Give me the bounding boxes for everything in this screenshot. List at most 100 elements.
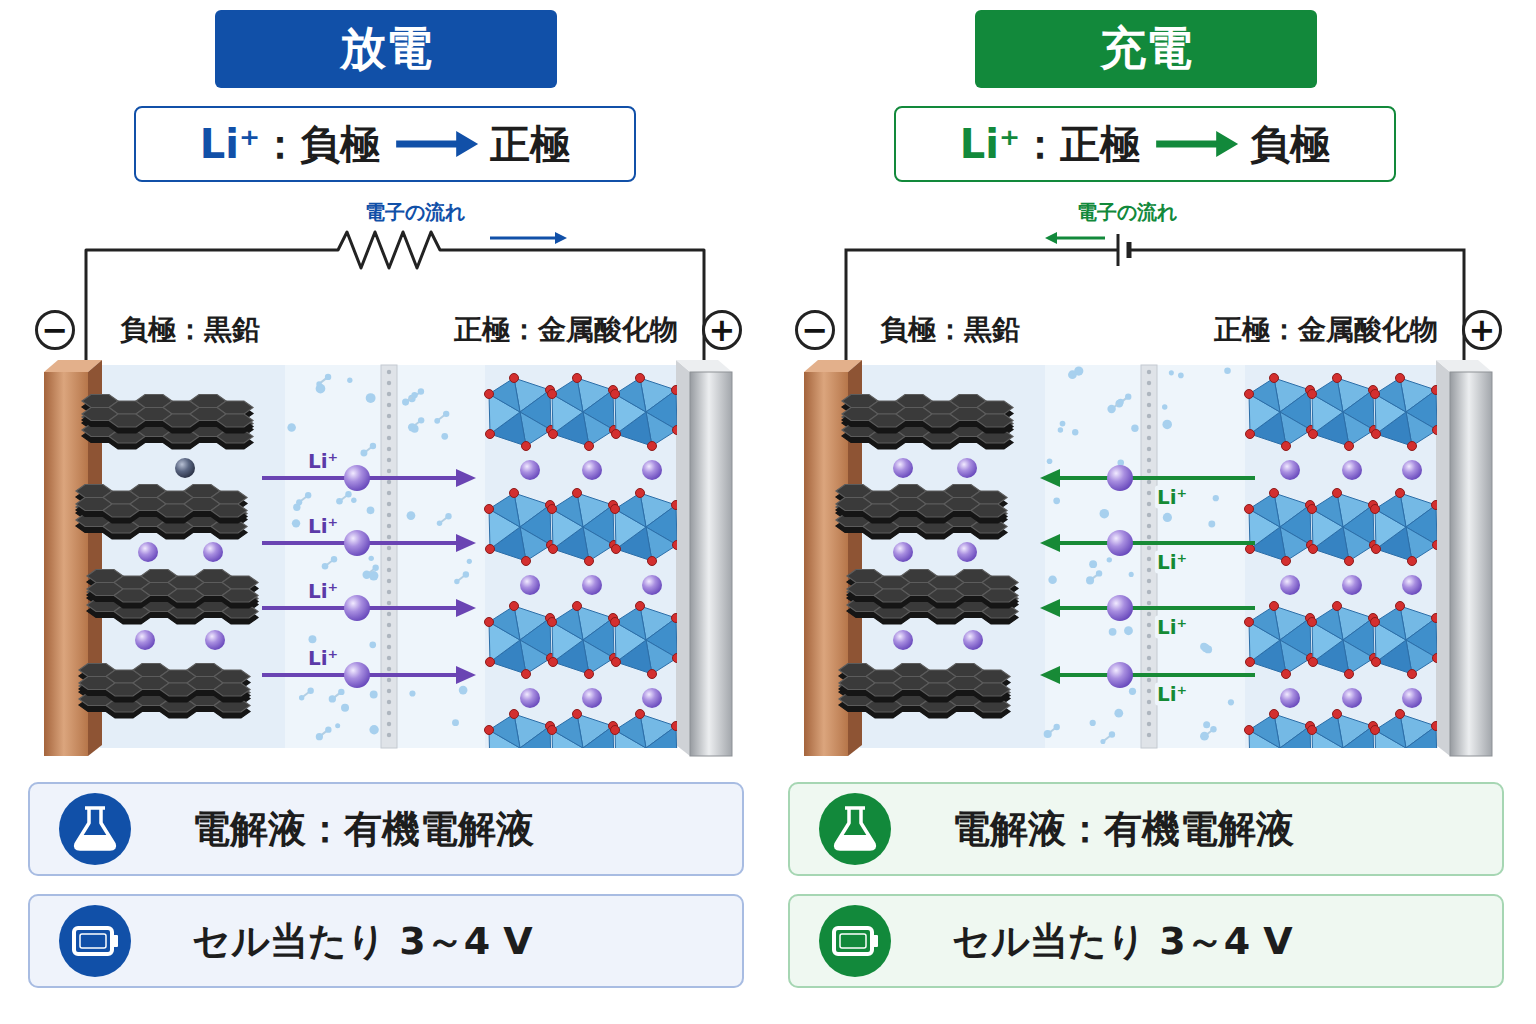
battery-inner bbox=[80, 934, 106, 948]
mode-header: 放電 bbox=[215, 10, 557, 88]
oxygen-atom bbox=[486, 430, 495, 439]
node-text: − bbox=[42, 314, 69, 346]
oxygen-atom bbox=[611, 390, 620, 399]
charger-circuit bbox=[846, 250, 1464, 360]
oxygen-atom bbox=[548, 505, 557, 514]
icon-circle bbox=[59, 905, 131, 977]
icon-circle bbox=[819, 793, 891, 865]
oxygen-atom bbox=[1371, 618, 1380, 627]
separator-pore bbox=[387, 612, 391, 616]
separator-pore bbox=[387, 381, 391, 385]
ion-flow-arrowhead bbox=[456, 599, 476, 617]
oxygen-atom bbox=[585, 557, 594, 566]
separator-pore bbox=[1147, 733, 1151, 737]
oxygen-atom bbox=[648, 670, 657, 679]
oxygen-atom bbox=[1308, 726, 1317, 735]
oxygen-atom bbox=[672, 722, 678, 731]
oxygen-atom bbox=[648, 557, 657, 566]
separator-pore bbox=[387, 469, 391, 473]
graphite-hexagon bbox=[211, 504, 247, 517]
separator-pore bbox=[1147, 458, 1151, 462]
battery-icon bbox=[59, 905, 131, 977]
molecule bbox=[1224, 367, 1231, 374]
direction-arrow bbox=[396, 141, 460, 148]
separator-pore bbox=[1147, 480, 1151, 484]
separator-pore bbox=[1147, 645, 1151, 649]
oxygen-atom bbox=[1433, 654, 1438, 663]
lithium-ion bbox=[1402, 688, 1422, 708]
oxygen-atom bbox=[485, 505, 494, 514]
node-text: ：正極 bbox=[1020, 117, 1140, 172]
lithium-ion bbox=[175, 458, 195, 478]
molecule bbox=[307, 688, 313, 694]
separator-pore bbox=[387, 436, 391, 440]
battery-body bbox=[834, 928, 872, 954]
info-box-ground bbox=[788, 894, 1504, 988]
oxygen-atom bbox=[648, 442, 657, 451]
silver-collector-top bbox=[676, 360, 732, 372]
lithium-ion bbox=[344, 595, 370, 621]
lithium-ion bbox=[963, 630, 983, 650]
oxygen-atom bbox=[1432, 501, 1438, 510]
flask-liquid bbox=[76, 835, 115, 849]
separator-pore bbox=[1147, 546, 1151, 550]
flask-outline bbox=[76, 808, 115, 849]
molecule bbox=[1060, 421, 1066, 427]
ion-flow-arrowhead bbox=[1040, 666, 1060, 684]
separator-pore bbox=[387, 447, 391, 451]
molecule bbox=[1163, 513, 1172, 522]
molecule bbox=[370, 691, 378, 699]
lithium-ion bbox=[582, 688, 602, 708]
separator-pore bbox=[1147, 579, 1151, 583]
molecule bbox=[1054, 724, 1060, 730]
arrow-gap bbox=[1140, 139, 1250, 149]
separator-pore bbox=[387, 524, 391, 528]
node-text: 負極 bbox=[1250, 117, 1330, 172]
node-text: Li⁺ bbox=[200, 121, 260, 167]
molecule bbox=[1090, 720, 1096, 726]
oxygen-atom bbox=[636, 710, 645, 719]
flask-liquid bbox=[836, 835, 875, 849]
molecule bbox=[299, 695, 304, 700]
oxygen-atom bbox=[573, 489, 582, 498]
ion-flow-arrow bbox=[1058, 673, 1255, 677]
separator-pore bbox=[387, 425, 391, 429]
silver-collector-top bbox=[1436, 360, 1492, 372]
oxygen-atom bbox=[1396, 489, 1405, 498]
oxygen-atom bbox=[1408, 557, 1417, 566]
separator-pore bbox=[1147, 381, 1151, 385]
separator-pore bbox=[1147, 469, 1151, 473]
separator-pore bbox=[387, 502, 391, 506]
molecule bbox=[1048, 575, 1057, 584]
oxygen-atom bbox=[1282, 557, 1291, 566]
panel-illustration bbox=[28, 232, 744, 988]
electrode-label: 正極：金属酸化物 bbox=[454, 314, 678, 346]
ion-label: Li⁺ bbox=[1155, 551, 1189, 574]
oxygen-atom bbox=[573, 710, 582, 719]
direction-arrow bbox=[1156, 141, 1220, 148]
oxygen-atom bbox=[1245, 618, 1254, 627]
separator-pore bbox=[387, 689, 391, 693]
terminal-sign: + bbox=[702, 310, 742, 350]
electrolyte-region bbox=[860, 365, 1438, 748]
molecule bbox=[1086, 576, 1094, 584]
separator bbox=[381, 365, 397, 748]
ion-label: Li⁺ bbox=[306, 515, 340, 538]
oxygen-atom bbox=[673, 654, 678, 663]
node-text: 充電 bbox=[1100, 18, 1192, 80]
oxygen-atom bbox=[673, 541, 678, 550]
electrode-label: 負極：黒鉛 bbox=[120, 314, 260, 346]
lithium-ion bbox=[1280, 460, 1300, 480]
molecule bbox=[1125, 393, 1131, 399]
battery-icon bbox=[819, 905, 891, 977]
oxygen-atom bbox=[1270, 710, 1279, 719]
lithium-ion bbox=[138, 542, 158, 562]
oxygen-atom bbox=[1246, 545, 1255, 554]
molecule bbox=[1114, 709, 1123, 718]
molecule bbox=[1228, 699, 1234, 705]
oxygen-atom bbox=[548, 726, 557, 735]
separator-pore bbox=[1147, 425, 1151, 429]
separator-pore bbox=[1147, 502, 1151, 506]
molecule bbox=[316, 381, 321, 386]
separator-pore bbox=[1147, 414, 1151, 418]
